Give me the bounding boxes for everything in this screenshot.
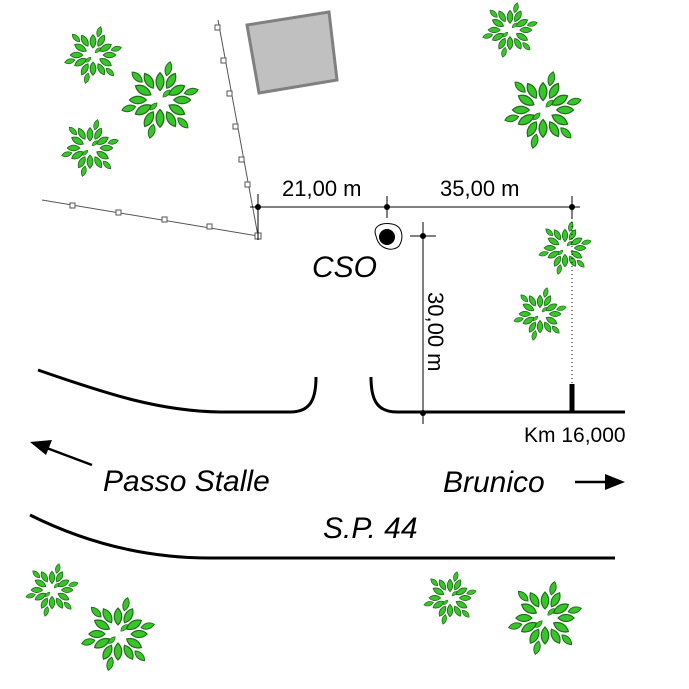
arrow-left-icon — [30, 440, 93, 467]
right-distance-label: 35,00 m — [440, 176, 520, 201]
road-name-label: S.P. 44 — [323, 512, 418, 545]
left-distance-label: 21,00 m — [282, 176, 362, 201]
vertical-distance-label: 30,00 m — [423, 292, 448, 372]
station-label: CSO — [312, 251, 377, 284]
building-icon — [245, 10, 339, 95]
tree-icon — [61, 119, 119, 177]
station-marker-icon — [374, 223, 403, 250]
road-edges — [29, 368, 625, 560]
arrow-right-icon — [575, 474, 625, 490]
direction-right-label: Brunico — [443, 466, 545, 499]
tree-icon — [482, 2, 538, 58]
direction-left-label: Passo Stalle — [103, 465, 270, 498]
tree-icon — [538, 221, 591, 274]
tree-icon — [81, 597, 155, 671]
tree-icon — [504, 71, 582, 149]
tree-icon — [25, 563, 78, 616]
tree-icon — [121, 61, 199, 139]
tree-icon — [508, 581, 582, 655]
milestone-label: Km 16,000 — [524, 424, 626, 447]
tree-icon — [513, 287, 566, 340]
tree-icon — [64, 26, 122, 84]
tree-icon — [423, 571, 476, 624]
